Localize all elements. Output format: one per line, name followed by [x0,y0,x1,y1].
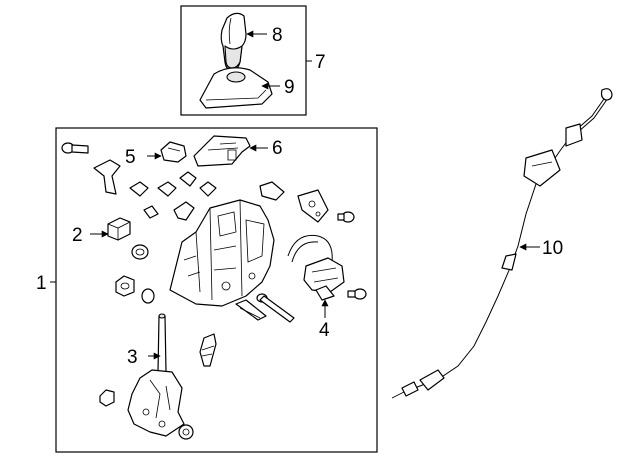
bushing-upper[interactable] [131,244,149,260]
callout-5: 5 [125,147,136,168]
small-pad-c[interactable] [179,171,197,187]
callout-2: 2 [72,225,83,246]
nut-lower[interactable] [99,389,115,407]
bolt-left[interactable] [61,142,89,154]
pin-small[interactable] [143,205,159,219]
bracket-left[interactable] [93,159,121,195]
shift-knob[interactable] [220,12,247,71]
small-pad-d[interactable] [199,181,217,197]
connector[interactable] [107,217,131,241]
callout-6: 6 [272,138,283,159]
pin-long[interactable] [235,299,267,321]
washer-left[interactable] [141,288,155,304]
callout-1: 1 [36,273,47,294]
bolt-long[interactable] [256,293,295,323]
tab-right[interactable] [259,181,285,201]
clip-small[interactable] [173,201,195,221]
callout-10: 10 [542,238,563,259]
bushing-lower[interactable] [178,424,194,440]
small-pad-a[interactable] [129,181,149,197]
clip[interactable] [160,141,187,163]
callout-7: 7 [315,52,326,73]
shift-rod[interactable] [157,313,167,373]
plunger[interactable] [199,333,217,367]
small-pad-b[interactable] [157,181,177,197]
shift-cable[interactable] [391,88,613,399]
lever-base[interactable] [127,369,185,437]
leader-lines [50,30,540,360]
shifter-housing[interactable] [169,199,275,307]
shifter-assembly-box [55,127,378,453]
callout-3: 3 [127,347,138,368]
sensor-harness[interactable] [287,234,345,301]
bracket-right[interactable] [297,189,329,223]
callout-4: 4 [319,320,330,341]
callout-9: 9 [284,77,295,98]
screw-sensor[interactable] [347,288,367,300]
indicator-plate[interactable] [193,135,251,167]
screw-right[interactable] [337,211,355,223]
nut-left[interactable] [115,275,135,297]
callout-8: 8 [272,25,283,46]
shift-boot[interactable] [199,67,273,109]
